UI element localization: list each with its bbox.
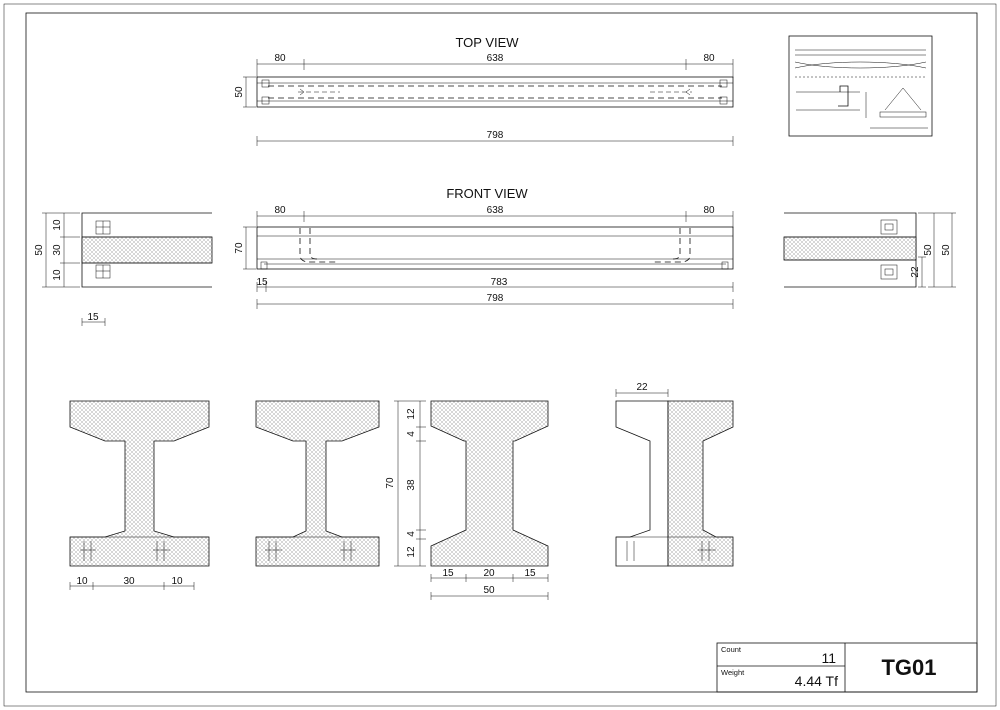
s1-dim-left: 10	[76, 576, 88, 587]
front-beam	[256, 226, 734, 270]
section-2	[255, 400, 380, 567]
count-label: Count	[721, 645, 742, 654]
outer-frame	[3, 3, 997, 707]
top-view-title: TOP VIEW	[455, 35, 519, 50]
s3-dim-v5: 12	[406, 546, 417, 558]
section-4: 22	[615, 382, 734, 567]
lifting-detail	[788, 35, 933, 137]
front-dim-right: 80	[703, 205, 715, 216]
weight-value: 4.44 Tf	[795, 673, 838, 689]
end-view-left: 50 10 30 10 15	[34, 212, 213, 326]
s3-dim-b1: 15	[442, 568, 454, 579]
front-view-title: FRONT VIEW	[446, 186, 528, 201]
front-dim-height: 70	[234, 242, 245, 254]
end-left-dim-offset: 15	[87, 312, 99, 323]
title-block: Count 11 Weight 4.44 Tf TG01	[716, 642, 978, 693]
end-right-dim-inner: 22	[910, 266, 921, 278]
s3-dim-width: 50	[483, 585, 495, 596]
front-dim-left: 80	[274, 205, 286, 216]
s3-dim-v4: 4	[406, 531, 417, 537]
section-3: 12 4 38 4 12 70 15 20 15 50	[385, 400, 549, 600]
weight-label: Weight	[721, 668, 745, 677]
end-right-dim-a: 50	[923, 244, 934, 256]
end-left-dim-mid: 30	[52, 244, 63, 256]
s3-dim-v3: 38	[406, 479, 417, 491]
s3-dim-v2: 4	[406, 431, 417, 437]
s3-dim-total: 70	[385, 477, 396, 489]
end-right-dim-b: 50	[941, 244, 952, 256]
inner-frame	[25, 12, 978, 693]
front-dim-start: 15	[256, 277, 268, 288]
s1-dim-right: 10	[171, 576, 183, 587]
end-view-right: 22 50 50	[783, 212, 956, 288]
end-left-dim-bot: 10	[52, 269, 63, 281]
section-1: 10 30 10	[69, 400, 210, 590]
front-dim-mid: 638	[487, 205, 504, 216]
s3-dim-b3: 15	[524, 568, 536, 579]
count-value: 11	[821, 650, 836, 666]
top-view: TOP VIEW 80 638 80 50 798	[234, 35, 734, 146]
top-dim-total: 798	[487, 130, 504, 141]
top-dim-right: 80	[703, 53, 715, 64]
end-left-dim-top: 10	[52, 219, 63, 231]
front-view: FRONT VIEW 80 638 80 70 15 783	[234, 186, 734, 309]
s1-dim-mid: 30	[123, 576, 135, 587]
drawing-code: TG01	[881, 655, 936, 680]
top-dim-left: 80	[274, 53, 286, 64]
end-left-dim-total: 50	[34, 244, 45, 256]
front-dim-total: 798	[487, 293, 504, 304]
s3-dim-b2: 20	[483, 568, 495, 579]
top-beam	[256, 76, 734, 108]
s3-dim-v1: 12	[406, 408, 417, 420]
top-dim-height: 50	[234, 86, 245, 98]
s4-dim-top: 22	[636, 382, 648, 393]
top-dim-mid: 638	[487, 53, 504, 64]
front-dim-inner: 783	[491, 277, 508, 288]
